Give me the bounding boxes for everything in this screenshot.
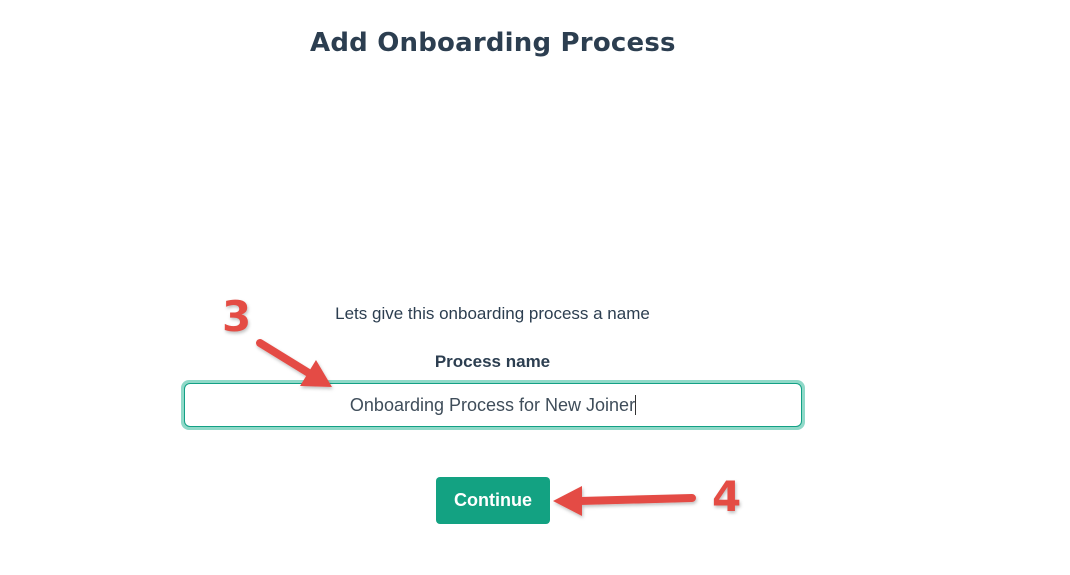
annotation-step-3: 3 [222, 292, 252, 341]
process-name-value: Onboarding Process for New Joiner [349, 395, 636, 415]
annotation-step-4: 4 [712, 472, 742, 521]
page-title: Add Onboarding Process [310, 28, 676, 58]
text-caret [635, 395, 637, 415]
arrow-to-continue-icon [553, 486, 696, 516]
process-name-label: Process name [434, 352, 551, 371]
process-name-input[interactable]: Onboarding Process for New Joiner [184, 383, 802, 427]
continue-button[interactable]: Continue [436, 477, 550, 524]
process-name-field-wrapper: Onboarding Process for New Joiner [181, 380, 805, 430]
subtitle-text: Lets give this onboarding process a name [335, 304, 650, 323]
arrow-to-input-icon [256, 339, 332, 387]
